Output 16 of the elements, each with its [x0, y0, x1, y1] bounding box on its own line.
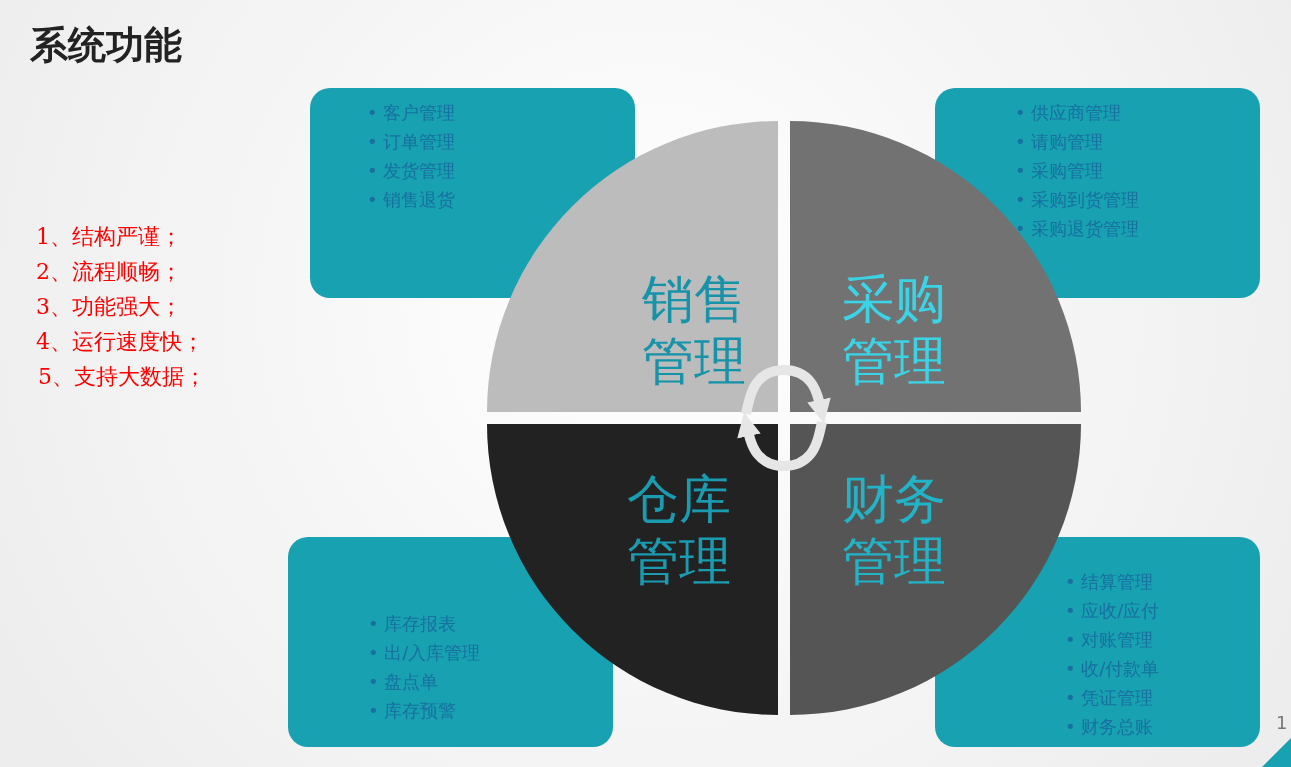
cycle-arrow	[741, 365, 831, 424]
page-number: 1	[1276, 712, 1288, 733]
title: 系统功能	[30, 22, 182, 69]
feature-note: 2、流程顺畅；	[36, 258, 182, 286]
quadrant-title: 仓库管理	[626, 468, 732, 592]
feature-note: 4、运行速度快；	[36, 328, 204, 356]
quadrant-shape	[790, 424, 1081, 715]
feature-note: 1、结构严谨；	[36, 223, 182, 251]
feature-note: 5、支持大数据；	[38, 363, 206, 391]
quadrant-shape	[487, 424, 778, 715]
quadrant-title: 财务管理	[841, 468, 947, 592]
quadrant-title: 采购管理	[841, 268, 947, 392]
quadrant-shape	[487, 121, 778, 412]
feature-note: 3、功能强大；	[36, 293, 182, 321]
cycle-arrow	[737, 412, 827, 471]
quadrant-title: 销售管理	[641, 268, 747, 392]
